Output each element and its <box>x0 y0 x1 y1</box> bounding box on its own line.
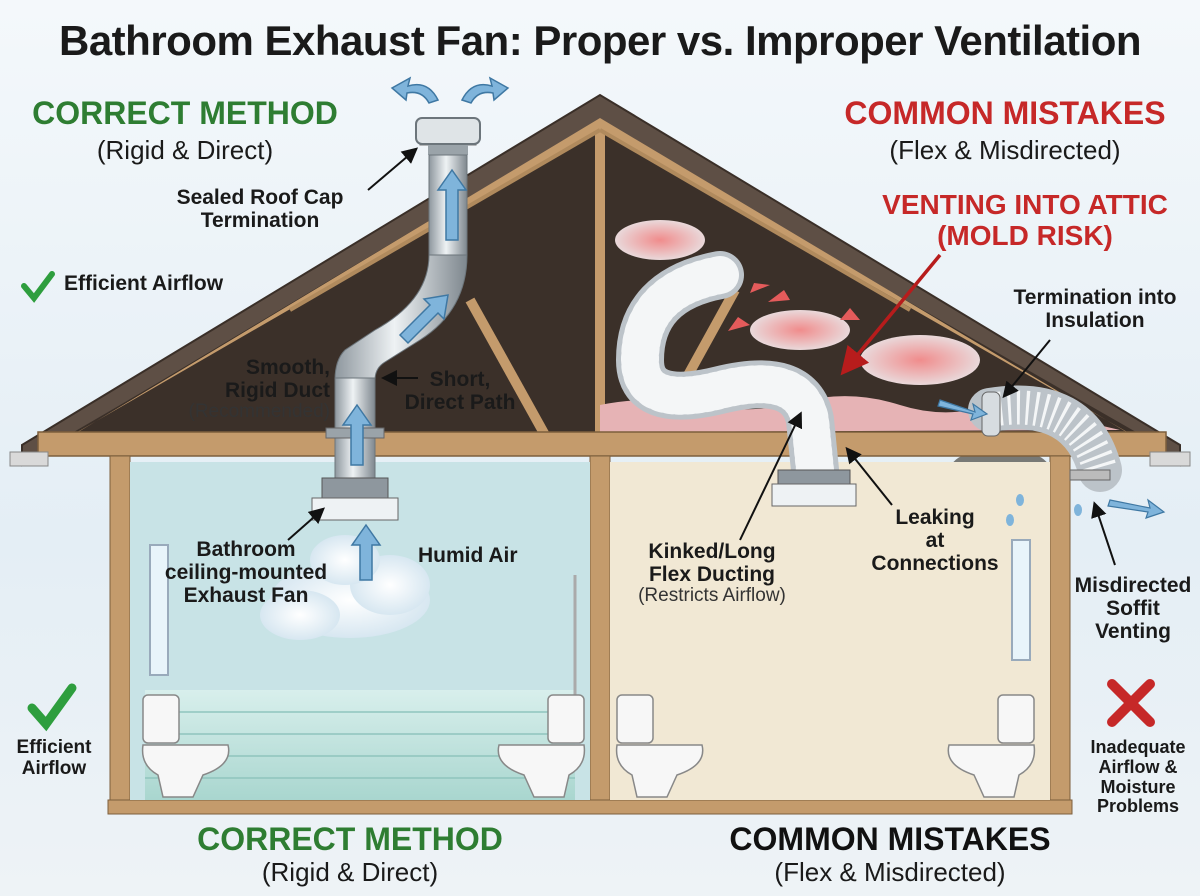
soffit-line3: Venting <box>1095 620 1171 644</box>
direct-path-label: Short, Direct Path <box>390 368 530 414</box>
common-mistakes-subheading: (Flex & Misdirected) <box>889 135 1121 165</box>
correct-method-heading: CORRECT METHOD <box>32 95 338 131</box>
leaking-line2: at <box>925 529 945 553</box>
rigid-duct-label: Smooth, Rigid Duct (Recommended) <box>180 356 331 423</box>
leaking-connections-label: Leaking at Connections <box>860 506 1010 575</box>
roof-cap-label-line2: Termination <box>200 209 320 233</box>
exhaust-fan-label: Bathroom ceiling-mounted Exhaust Fan <box>146 538 346 607</box>
flex-ducting-line2: Flex Ducting <box>648 563 775 587</box>
efficient-airflow-line2: Airflow <box>21 757 87 779</box>
problems-line3: Moisture <box>1100 776 1176 797</box>
exhaust-fan-label-line2: ceiling-mounted <box>164 561 328 585</box>
roof-cap-label-line1: Sealed Roof Cap <box>176 186 344 209</box>
flex-duct <box>615 251 1122 494</box>
check-icon <box>21 271 55 303</box>
roof-cap-label: Sealed Roof Cap Termination <box>160 186 360 232</box>
termination-insulation-label: Termination into Insulation <box>990 286 1200 332</box>
window-icon <box>149 544 169 676</box>
airflow-arrow-icon <box>728 283 860 331</box>
venting-into-attic-line1: VENTING INTO ATTIC <box>882 189 1168 220</box>
direct-path-label-line2: Direct Path <box>404 391 516 415</box>
toilet-icon <box>947 694 1036 798</box>
exhaust-fan-label-line3: Exhaust Fan <box>183 584 309 608</box>
inadequate-airflow-label: Inadequate Airflow & Moisture Problems <box>1076 737 1200 817</box>
humid-air-label: Humid Air <box>418 544 518 567</box>
direct-path-label-line1: Short, <box>429 368 491 391</box>
correct-method-footer: CORRECT METHOD <box>197 821 503 857</box>
problems-line1: Inadequate <box>1090 737 1186 757</box>
common-mistakes-footer-sub: (Flex & Misdirected) <box>774 857 1006 887</box>
problems-line4: Problems <box>1096 796 1180 817</box>
flex-ducting-label: Kinked/Long Flex Ducting (Restricts Airf… <box>612 540 812 607</box>
venting-into-attic-line2: (MOLD RISK) <box>937 219 1113 251</box>
soffit-line1: Misdirected <box>1074 574 1192 597</box>
check-icon <box>27 683 77 732</box>
misdirected-soffit-label: Misdirected Soffit Venting <box>1066 574 1200 643</box>
termination-insulation-line1: Termination into <box>1013 286 1177 309</box>
airflow-arrow-icon <box>341 76 510 466</box>
steam-cloud-icon <box>615 220 980 385</box>
flex-ducting-note: (Restricts Airflow) <box>638 585 786 607</box>
rigid-duct-label-line2: Rigid Duct <box>225 379 330 403</box>
exhaust-fan-label-line1: Bathroom <box>196 538 296 561</box>
airflow-arrow-icon <box>937 399 1166 519</box>
leaking-line3: Connections <box>871 552 999 576</box>
rigid-duct <box>311 134 477 521</box>
window-icon <box>1011 539 1031 661</box>
steam-cloud-icon <box>260 535 430 640</box>
toilet-icon <box>141 694 230 798</box>
x-icon <box>1107 679 1155 727</box>
correct-method-subheading: (Rigid & Direct) <box>96 135 274 165</box>
correct-method-footer-sub: (Rigid & Direct) <box>261 857 439 887</box>
roof-cap <box>415 117 481 145</box>
soffit-line2: Soffit <box>1106 597 1160 621</box>
common-mistakes-heading: COMMON MISTAKES <box>844 95 1166 131</box>
efficient-airflow-label-top: Efficient Airflow <box>64 272 224 295</box>
efficient-airflow-label-bottom: Efficient Airflow <box>4 737 104 780</box>
rigid-duct-note: (Recommended) <box>188 401 331 423</box>
page-title: Bathroom Exhaust Fan: Proper vs. Imprope… <box>58 17 1142 64</box>
toilet-icon <box>497 694 586 798</box>
flex-ducting-line1: Kinked/Long <box>648 540 776 563</box>
termination-insulation-line2: Insulation <box>1045 309 1145 333</box>
right-bathroom <box>610 462 1050 800</box>
toilet-icon <box>615 694 704 798</box>
rigid-duct-label-line1: Smooth, <box>246 356 330 379</box>
common-mistakes-footer: COMMON MISTAKES <box>729 821 1051 857</box>
efficient-airflow-line1: Efficient <box>16 737 92 758</box>
problems-line2: Airflow & <box>1098 756 1178 777</box>
leaking-line1: Leaking <box>895 506 975 529</box>
venting-into-attic-warning: VENTING INTO ATTIC (MOLD RISK) <box>860 189 1190 252</box>
